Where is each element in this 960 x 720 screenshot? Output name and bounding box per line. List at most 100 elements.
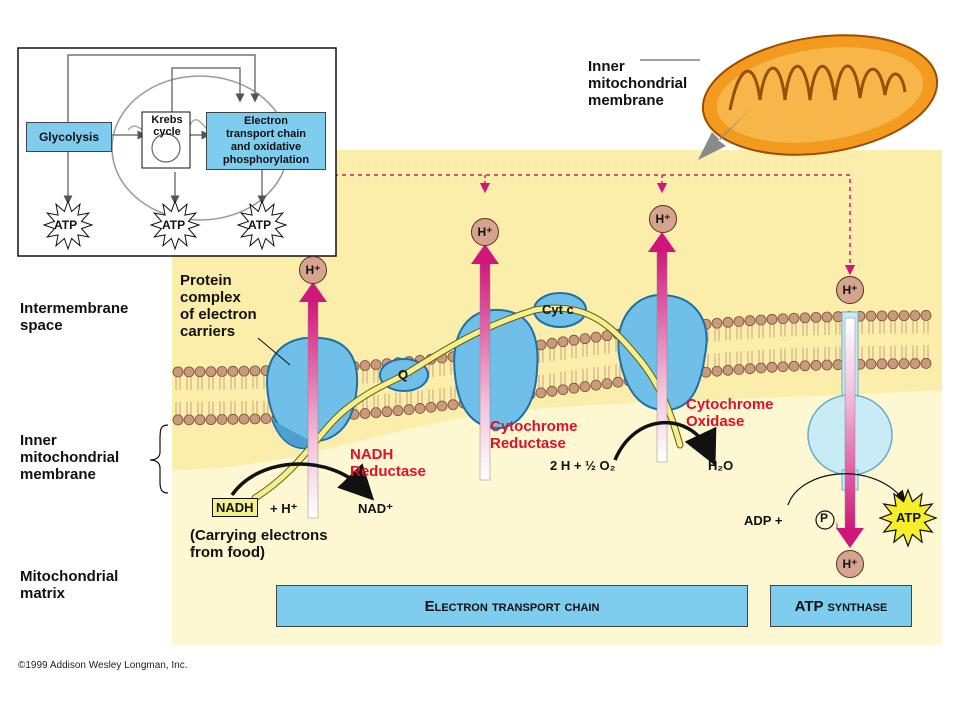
matrix-panel [172,390,942,645]
water-label: H₂O [708,458,734,473]
lipid-head [183,366,195,378]
h-ion-4: H⁺ [836,276,864,304]
lipid-head [205,366,217,378]
lipid-head [898,358,910,370]
lipid-head [744,315,756,327]
lipid-head [568,382,580,394]
atp-synthase-box-label: ATP synthase [794,597,888,615]
proton-dashed-path [312,174,856,276]
copyright-text: ©1999 Addison Wesley Longman, Inc. [18,660,188,671]
lipid-head [535,387,547,399]
inset-glycolysis-label: Glycolysis [38,130,100,144]
q-label: Q [398,367,409,382]
lipid-head [722,316,734,328]
inset-atp-star [42,199,94,251]
lipid-head [249,413,261,425]
lipid-head [601,378,613,390]
lipid-head [777,313,789,325]
cyt-c-label: Cyt c [542,302,574,317]
matrix-label: Mitochondrial matrix [20,568,119,602]
etc-box-label: Electron transport chain [424,597,600,615]
lipid-head [909,310,921,321]
lipid-head [392,405,404,417]
lipid-head [546,385,558,397]
lipid-head [799,360,811,372]
lipid-head [205,414,217,426]
h-ion-5: H⁺ [836,550,864,578]
lipid-head [260,413,272,424]
inset-atp-star [149,199,201,251]
lipid-head [238,413,250,425]
proton-pump-arrow-2 [471,244,499,481]
lipid-head [799,312,811,324]
lipid-head [370,359,382,371]
mitochondrion-illustration [701,34,939,156]
lipid-head [238,365,250,377]
lipid-head [590,379,602,391]
oxygen-label: 2 H + ½ O₂ [550,458,616,473]
lipid-head [568,334,580,346]
carrying-electrons-label: (Carrying electrons from food) [190,527,328,561]
h-ion-1: H⁺ [299,256,327,284]
lipid-head [810,311,822,323]
lipid-head [370,407,382,419]
lipid-head [194,414,206,426]
lipid-head [766,361,778,373]
protein-complex-label: Protein complex of electron carriers [180,272,257,340]
lipid-head [403,404,415,415]
oxygen-reaction-arrow [613,420,717,466]
proton-pump-arrow-3 [648,232,676,463]
lipid-head [733,364,745,375]
etc-label-box: Electron transport chain [276,585,748,627]
inset-atp-3: ATP [248,218,272,232]
zoom-arrow [698,105,755,160]
lipid-head [887,358,899,370]
inset-atp-1: ATP [54,218,78,232]
lipid-head [920,358,932,369]
lipid-head [876,310,888,322]
cytochrome-oxidase-label: Cytochrome Oxidase [686,396,774,430]
lipid-head [436,400,448,412]
lipid-head [249,365,261,377]
lipid-head [788,360,800,372]
lipid-head [612,376,624,388]
inner-membrane-left-label: Inner mitochondrial membrane [20,432,120,483]
inset-atp-2: ATP [162,218,186,232]
proton-return-arrow [836,317,864,548]
nadh-reductase-label: NADH Reductase [350,446,426,480]
lipid-head [216,414,228,425]
lipid-head [590,331,602,343]
lipid-head [887,310,899,322]
lipid-head [194,366,206,378]
lipid-head [425,401,437,413]
lipid-head [755,362,767,374]
lipid-head [722,364,734,376]
atp-product-star [878,488,938,548]
inset-krebs-label: Krebs cycle [151,114,183,138]
lipid-head [909,358,921,369]
adp-reaction-arrow [787,473,906,506]
lipid-head [766,313,778,325]
lipid-head [579,333,591,345]
lipid-head [579,381,591,393]
lipid-head [788,312,800,324]
phosphate-circle [815,510,835,530]
lipid-head [755,314,767,326]
lipid-head [227,413,239,425]
cytochrome-reductase-label: Cytochrome Reductase [490,418,578,452]
lipid-head [920,310,932,321]
inset-etc-box: Electron transport chain and oxidative p… [206,112,326,170]
proton-pump-arrow-1 [299,282,327,519]
lipid-head [810,359,822,371]
nadh-label: NADH [212,498,258,517]
atp-product-label: ATP [896,510,922,525]
inset-glycolysis-box: Glycolysis [26,122,112,152]
lipid-head [876,358,888,370]
lipid-head [898,310,910,322]
intermembrane-space-label: Intermembrane space [20,300,129,334]
lipid-head [172,414,184,426]
lipid-head [557,336,569,348]
lipid-head [601,330,613,342]
phosphate-subscript: i [836,521,838,531]
